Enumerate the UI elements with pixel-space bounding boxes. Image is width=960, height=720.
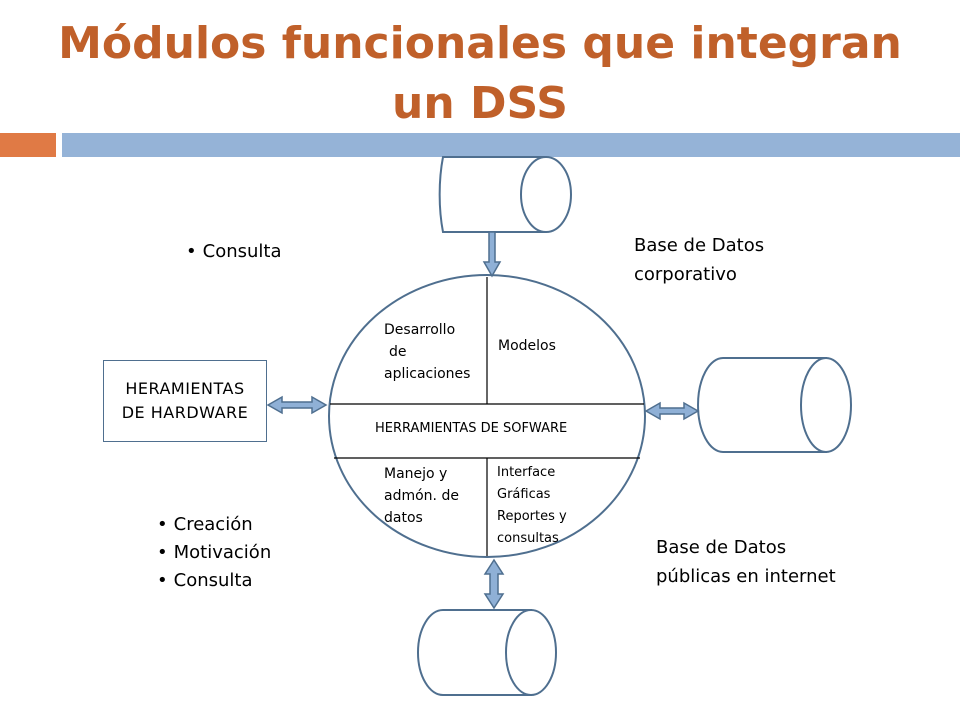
circle-bottom-right-line3: Reportes y bbox=[497, 509, 567, 524]
arrow-double-bottom bbox=[483, 558, 505, 610]
db-publicas-label-line2: públicas en internet bbox=[656, 566, 836, 587]
arrow-down-top bbox=[482, 231, 502, 278]
circle-top-left-line1: Desarrollo bbox=[384, 322, 456, 338]
circle-bottom-left-line3: datos bbox=[384, 510, 423, 526]
bullet-creacion: Creación bbox=[157, 511, 253, 539]
circle-bottom-left-line2: admón. de bbox=[384, 488, 459, 504]
arrow-double-left bbox=[266, 395, 328, 415]
hardware-tools-box: HERAMIENTAS DE HARDWARE bbox=[103, 360, 267, 442]
title-underline-bar bbox=[62, 133, 960, 157]
db-publicas-label-line1: Base de Datos bbox=[656, 537, 787, 558]
title-underline-accent bbox=[0, 133, 56, 157]
database-cylinder-top bbox=[438, 156, 572, 233]
db-corporativo-label-line1: Base de Datos bbox=[634, 235, 765, 256]
database-cylinder-right bbox=[697, 357, 852, 453]
database-cylinder-bottom bbox=[417, 609, 557, 696]
circle-top-left-line3: aplicaciones bbox=[384, 366, 471, 382]
circle-top-right-label: Modelos bbox=[498, 338, 556, 354]
bullet-consulta-top: Consulta bbox=[186, 238, 282, 266]
software-circle bbox=[328, 274, 646, 558]
circle-bottom-right-line2: Gráficas bbox=[497, 487, 551, 502]
circle-bottom-right-line4: consultas bbox=[497, 531, 559, 546]
circle-middle-label: HERRAMIENTAS DE SOFWARE bbox=[375, 421, 568, 436]
circle-bottom-right-line1: Interface bbox=[497, 465, 556, 480]
db-corporativo-label-line2: corporativo bbox=[634, 264, 737, 285]
circle-top-left-line2: de bbox=[389, 344, 407, 360]
bullet-motivacion: Motivación bbox=[157, 539, 272, 567]
page-title: Módulos funcionales que integran un DSS bbox=[58, 18, 902, 129]
bullet-consulta-bottom: Consulta bbox=[157, 567, 253, 595]
circle-bottom-left-line1: Manejo y bbox=[384, 466, 448, 482]
circle-dividers bbox=[330, 277, 644, 556]
hardware-tools-label: HERAMIENTAS DE HARDWARE bbox=[121, 379, 249, 422]
arrow-double-right bbox=[644, 401, 700, 421]
